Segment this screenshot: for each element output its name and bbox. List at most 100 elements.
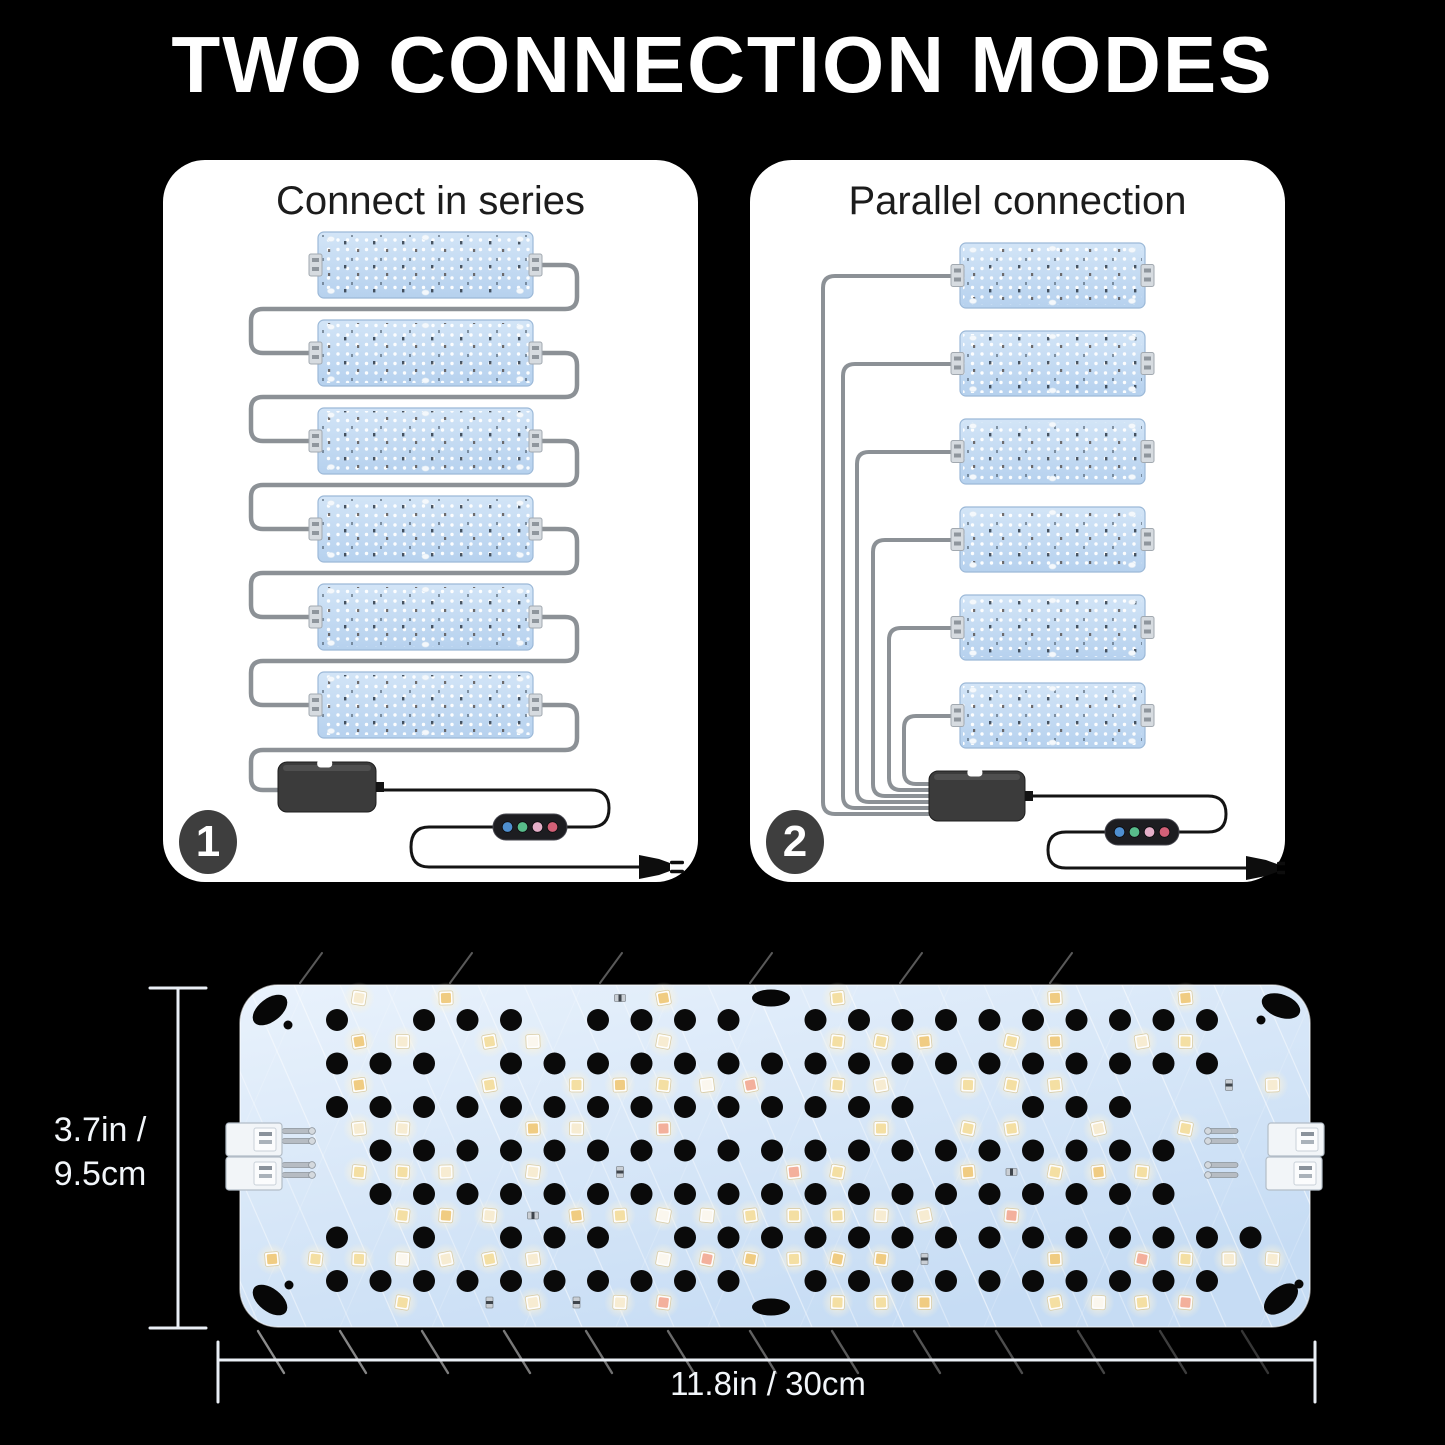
smd-led [916,1033,933,1050]
board-connector [950,352,965,375]
smd-led [742,1207,759,1224]
resistor [485,1296,494,1309]
connector-pin [1207,1172,1239,1178]
smd-led [655,1077,672,1093]
board-connector [1140,616,1155,639]
smd-led [959,1120,977,1137]
smd-led [829,1250,846,1268]
smd-led [916,1207,933,1224]
smd-led [1047,1251,1063,1267]
smd-led [829,1207,846,1224]
resistor [920,1253,929,1265]
parallel-card-title: Parallel connection [848,179,1187,223]
series-wire [248,262,580,793]
controller-button [1143,826,1156,838]
led-board [308,495,543,563]
smd-led [481,1207,498,1224]
smd-led [1003,1207,1020,1224]
led-board [950,506,1155,573]
smd-led [786,1164,802,1180]
smd-led [1047,990,1063,1006]
smd-led [1003,1076,1020,1094]
board-connector [950,704,965,727]
led-panel-figure [0,950,1445,1445]
mounting-hole [752,1298,790,1316]
smd-led [1090,1120,1107,1137]
smd-led [917,1295,932,1310]
page-title: TWO CONNECTION MODES [171,20,1274,109]
step-number: 1 [195,817,221,866]
resistor [527,1211,539,1220]
smd-led [873,1121,889,1136]
smd-led [699,1207,715,1224]
smd-led [568,1120,585,1137]
connector-pin [281,1162,313,1168]
smd-led [351,1164,367,1180]
smd-led [351,1251,367,1267]
smd-led [481,1250,498,1268]
board-connector [950,528,965,551]
panel-connector [1267,1122,1325,1157]
smd-led [655,1207,672,1224]
smd-led [568,1207,585,1224]
board-connector [950,264,965,287]
smd-led [394,1207,411,1224]
power-adapter [277,759,384,813]
controller-button [531,821,544,833]
smd-led [394,1294,411,1311]
smd-led [829,1163,846,1181]
smd-led [786,1208,802,1223]
smd-led [655,989,672,1007]
smd-led [1003,1033,1020,1050]
connector-pin [281,1172,313,1178]
controller-button [1128,826,1141,838]
smd-led [1090,1294,1107,1311]
board-connector [1140,352,1155,375]
step-badge-2: 2 [766,810,824,874]
board-connector [308,253,323,277]
led-board [950,594,1155,661]
smd-led [1047,1077,1063,1093]
smd-led [612,1077,628,1093]
smd-led [1046,1294,1064,1311]
smd-led [1177,990,1194,1006]
smd-led [1046,1163,1064,1181]
led-board [308,407,543,475]
connector-pin [1207,1138,1239,1144]
board-connector [528,605,543,629]
smd-led [394,1251,411,1267]
connector-pin [1207,1128,1239,1134]
board-connector [950,616,965,639]
smd-led [829,990,846,1006]
smd-led [829,1077,846,1093]
smd-led [438,1207,454,1224]
smd-led [481,1033,498,1050]
connector-pin [281,1128,313,1134]
smd-led [350,1076,368,1094]
controller-button [546,821,559,833]
board-connector [1140,264,1155,287]
smd-led [350,989,368,1007]
smd-led [1134,1294,1150,1311]
smd-led [655,1033,672,1050]
mounting-hole [1263,1283,1299,1315]
mounting-hole [1261,993,1301,1019]
smd-led [829,1294,846,1311]
smd-led [1047,1033,1063,1050]
smd-led [394,1033,411,1050]
board-connector [308,517,323,541]
light-controller [1104,818,1180,846]
smd-led [525,1033,541,1050]
step-number: 2 [782,817,808,866]
board-connector [528,253,543,277]
panel-connector [225,1156,283,1191]
panel-connector [225,1122,283,1157]
smd-led [438,1164,454,1180]
smd-led [1134,1164,1150,1180]
height-label-line2: 9.5cm [53,1155,147,1193]
smd-led [829,1033,846,1050]
led-chips [256,982,1289,1319]
smd-led [264,1251,280,1267]
parallel-wires [821,274,960,816]
controller-button [516,821,529,833]
